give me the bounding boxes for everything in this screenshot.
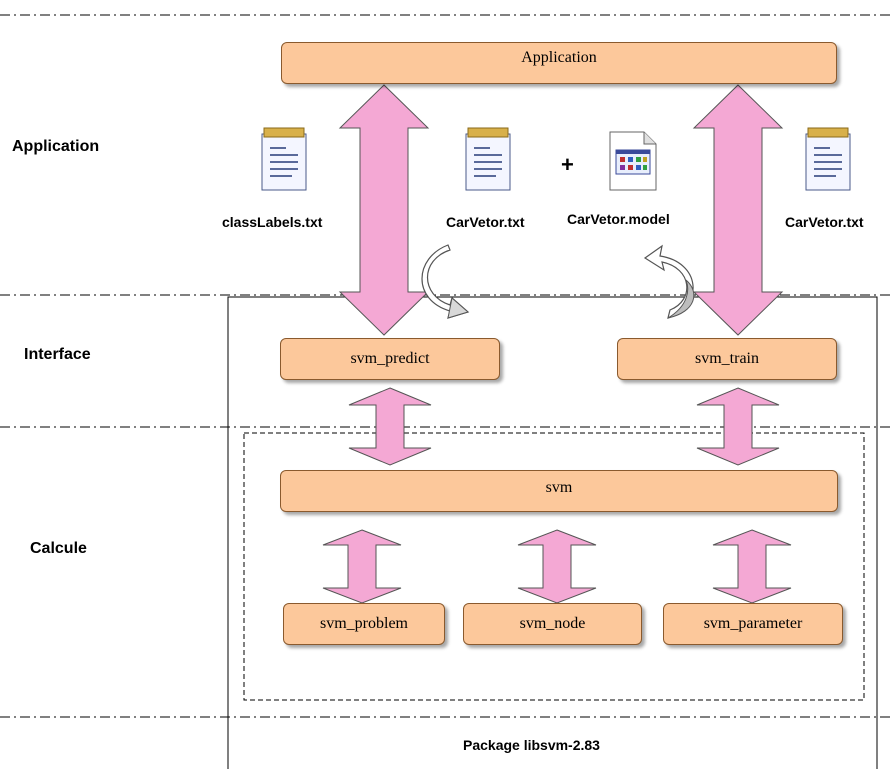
file-label-carvetor-right: CarVetor.txt bbox=[785, 214, 864, 230]
application-box: Application bbox=[281, 42, 837, 84]
model-file-icon bbox=[609, 131, 657, 191]
double-arrow-app-predict bbox=[338, 84, 430, 336]
text-file-icon bbox=[261, 127, 307, 191]
double-arrow-app-train bbox=[692, 84, 784, 336]
svm-parameter-box: svm_parameter bbox=[663, 603, 843, 645]
package-frame bbox=[227, 296, 878, 769]
svm-box: svm bbox=[280, 470, 838, 512]
layer-label-interface: Interface bbox=[24, 346, 91, 363]
double-arrow-svm-problem bbox=[322, 529, 402, 604]
double-arrow-predict-svm bbox=[348, 387, 432, 466]
svm-node-box: svm_node bbox=[463, 603, 642, 645]
double-arrow-svm-parameter bbox=[712, 529, 792, 604]
text-file-icon bbox=[465, 127, 511, 191]
file-label-class-labels: classLabels.txt bbox=[222, 214, 323, 230]
calcule-frame bbox=[243, 432, 865, 701]
layer-label-application: Application bbox=[12, 138, 100, 155]
file-label-carvetor-left: CarVetor.txt bbox=[446, 214, 525, 230]
svm-train-box: svm_train bbox=[617, 338, 837, 380]
curved-arrow-icon bbox=[643, 244, 695, 319]
double-arrow-train-svm bbox=[696, 387, 780, 466]
layer-label-calcule: Calcule bbox=[30, 540, 87, 557]
svm-problem-box: svm_problem bbox=[283, 603, 445, 645]
package-label: Package libsvm-2.83 bbox=[463, 737, 600, 753]
text-file-icon bbox=[805, 127, 851, 191]
plus-sign: + bbox=[561, 152, 574, 177]
file-label-model: CarVetor.model bbox=[567, 211, 670, 227]
curved-arrow-icon bbox=[421, 244, 470, 319]
svm-predict-box: svm_predict bbox=[280, 338, 500, 380]
double-arrow-svm-node bbox=[517, 529, 597, 604]
